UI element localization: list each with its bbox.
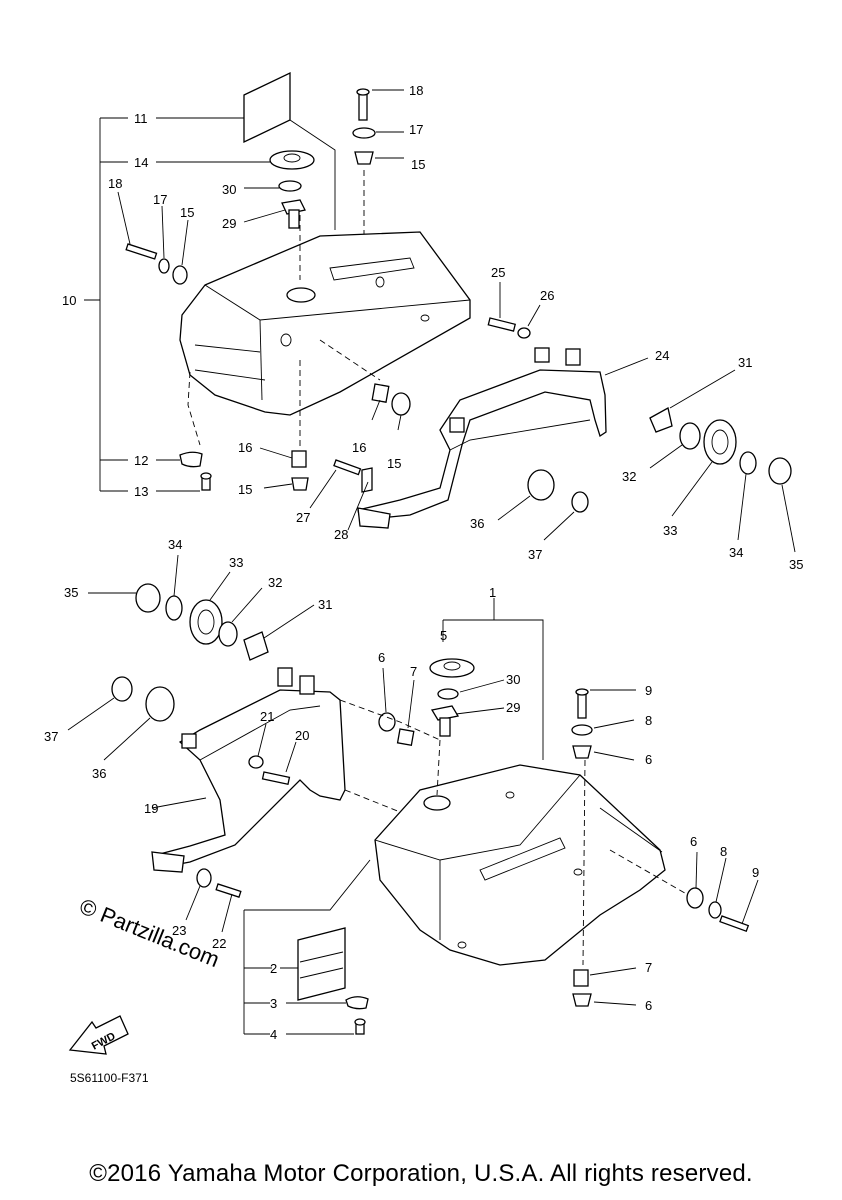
callout-32: 32 xyxy=(622,469,636,484)
parts-diagram: FWD © Partzilla.com 5S61100-F371 18 17 1… xyxy=(44,71,803,1085)
frame-24 xyxy=(357,369,607,521)
cap-14 xyxy=(269,150,315,170)
callout-labels: 18 17 15 11 14 30 29 18 17 15 10 25 26 2… xyxy=(44,83,803,1042)
callout-17: 17 xyxy=(409,122,423,137)
frame-19 xyxy=(155,689,346,869)
callout-18: 18 xyxy=(409,83,423,98)
callout-15: 15 xyxy=(387,456,401,471)
callout-35: 35 xyxy=(789,557,803,572)
callout-6: 6 xyxy=(645,752,652,767)
callout-8: 8 xyxy=(645,713,652,728)
callout-23: 23 xyxy=(172,923,186,938)
saddlebag-right xyxy=(374,764,666,966)
callout-4: 4 xyxy=(270,1027,277,1042)
callout-24: 24 xyxy=(655,348,669,363)
callout-15: 15 xyxy=(180,205,194,220)
callout-9: 9 xyxy=(752,865,759,880)
callout-6: 6 xyxy=(645,998,652,1013)
callout-20: 20 xyxy=(295,728,309,743)
callout-28: 28 xyxy=(334,527,348,542)
callout-29: 29 xyxy=(506,700,520,715)
saddlebag-left xyxy=(179,231,471,416)
callout-36: 36 xyxy=(470,516,484,531)
callout-18: 18 xyxy=(108,176,122,191)
callout-27: 27 xyxy=(296,510,310,525)
callout-30: 30 xyxy=(222,182,236,197)
watermark: © Partzilla.com xyxy=(76,893,223,972)
callout-15: 15 xyxy=(238,482,252,497)
callout-8: 8 xyxy=(720,844,727,859)
drawing-code: 5S61100-F371 xyxy=(70,1071,149,1085)
copyright-notice: ©2016 Yamaha Motor Corporation, U.S.A. A… xyxy=(89,1160,753,1187)
callout-2: 2 xyxy=(270,961,277,976)
callout-19: 19 xyxy=(144,801,158,816)
callout-31: 31 xyxy=(318,597,332,612)
callout-37: 37 xyxy=(44,729,58,744)
callout-6: 6 xyxy=(690,834,697,849)
callout-32: 32 xyxy=(268,575,282,590)
callout-17: 17 xyxy=(153,192,167,207)
callout-13: 13 xyxy=(134,484,148,499)
callout-12: 12 xyxy=(134,453,148,468)
upper-saddlebag-assembly xyxy=(84,71,796,553)
decal-2 xyxy=(297,927,346,1001)
callout-26: 26 xyxy=(540,288,554,303)
callout-16: 16 xyxy=(352,440,366,455)
callout-34: 34 xyxy=(729,545,743,560)
callout-15: 15 xyxy=(411,157,425,172)
callout-29: 29 xyxy=(222,216,236,231)
callout-22: 22 xyxy=(212,936,226,951)
callout-33: 33 xyxy=(663,523,677,538)
cap-5 xyxy=(429,658,475,678)
callout-1: 1 xyxy=(489,585,496,600)
callout-33: 33 xyxy=(229,555,243,570)
callout-25: 25 xyxy=(491,265,505,280)
callout-14: 14 xyxy=(134,155,148,170)
callout-34: 34 xyxy=(168,537,182,552)
callout-5: 5 xyxy=(440,628,447,643)
decal-11 xyxy=(243,71,291,144)
callout-10: 10 xyxy=(62,293,76,308)
callout-31: 31 xyxy=(738,355,752,370)
callout-3: 3 xyxy=(270,996,277,1011)
callout-6: 6 xyxy=(378,650,385,665)
callout-37: 37 xyxy=(528,547,542,562)
lower-saddlebag-assembly xyxy=(67,554,759,1035)
callout-35: 35 xyxy=(64,585,78,600)
callout-30: 30 xyxy=(506,672,520,687)
callout-11: 11 xyxy=(134,111,148,126)
callout-16: 16 xyxy=(238,440,252,455)
callout-7: 7 xyxy=(410,664,417,679)
callout-9: 9 xyxy=(645,683,652,698)
callout-21: 21 xyxy=(260,709,274,724)
callout-36: 36 xyxy=(92,766,106,781)
callout-7: 7 xyxy=(645,960,652,975)
fwd-arrow-icon: FWD xyxy=(68,1015,129,1055)
